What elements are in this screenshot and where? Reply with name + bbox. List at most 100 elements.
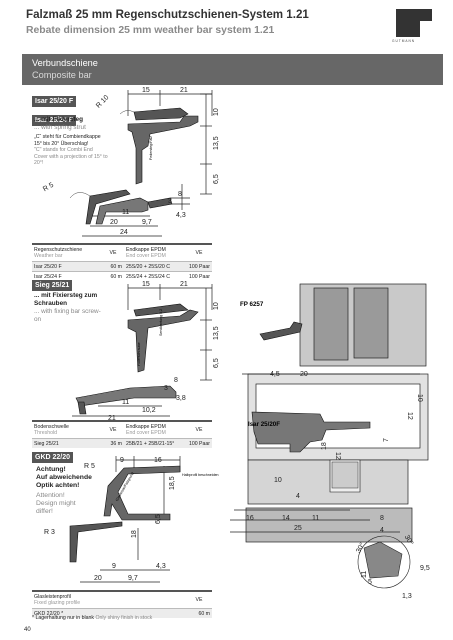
dim-3-8: 3,8 [176,395,186,402]
dim-25: 25 [294,525,302,532]
dim-9-5: 9,5 [420,565,430,572]
dim-1-3: 1,3 [402,593,412,600]
note-bold: ... mit Federsteg [34,116,84,123]
dim-12: 12 [406,412,413,420]
dim-11: 11 [122,209,129,216]
dim-21: 21 [180,87,188,94]
dim-20: 20 [94,575,102,582]
label-isar-25-20f: Isar 25/20F [248,421,280,428]
dim-18-5: 18,5 [169,476,176,490]
dim-r10: R 10 [95,94,110,109]
dim-10-2: 10,2 [142,407,156,414]
dim-16: 16 [246,515,254,522]
dim-r5: R 5 [42,182,55,194]
footer-note: * Lagerhaltung nur in blank Only shiny f… [32,615,153,621]
note-combi: „C“ steht für Combiendkappe 15° bis 20° … [34,134,108,167]
dim-13-5: 13,5 [213,326,220,340]
dim-6-5: 6,5 [213,358,220,368]
tag-isar-25-24: Isar 25/24 F [32,115,77,126]
th-col2: VE [102,243,124,262]
note-gray: ... with spring strut [34,124,86,131]
dim-16: 16 [154,457,162,464]
dim-8: 8 [380,515,384,522]
table-row: GKD 22/20 *60 m [32,608,212,618]
dim-10: 10 [213,302,220,310]
tag-sieg-25-21: Sieg 25/21 [32,280,73,291]
label-spring-strut: Federsteg/Falz [149,136,153,160]
dim-9-7: 9,7 [128,575,138,582]
dim-4: 4 [296,493,300,500]
label-cut: Halbprofil beschneiden [182,473,219,477]
dim-21: 21 [180,281,188,288]
page-number: 40 [24,627,31,633]
dim-4-5: 4,5 [270,371,280,378]
tag-gkd-22-20: GKD 22/20 [32,452,74,463]
dim-12b: 12 [334,452,341,460]
dim-4b: 4 [380,527,384,534]
dim-5: 5 [368,579,372,586]
label-drilling: Sendkantung 5,2 [159,309,163,336]
dim-11: 11 [312,515,319,522]
dim-15: 15 [142,281,150,288]
profile-drawing-gkd: 9 16 R 5 18,5 6,5 18 4,3 9 R 3 20 9,7 Gl… [44,456,219,583]
dim-14: 14 [282,515,290,522]
dim-3: 3 [164,385,168,392]
gutmann-logo [396,9,432,37]
note-bold-2: ... mit Fixiersteg zum Schrauben [34,292,98,307]
band-title: Verbundschiene [32,58,98,68]
dim-9-7: 9,7 [142,219,152,226]
dim-10: 10 [213,108,220,116]
dim-7: 7 [383,438,390,442]
dim-15: 15 [142,87,150,94]
product-tags-1: Isar 25/20 F Isar 25/24 F [32,90,77,127]
dim-r5: R 5 [84,463,95,470]
logo-text: GUTMANN [392,39,416,43]
page-subtitle: Rebate dimension 25 mm weather bar syste… [26,25,275,36]
dim-30b: 30° [403,534,415,547]
note-gray-2: ... with fixing bar screw-on [34,308,101,323]
note-combi-de: „C“ steht für Combiendkappe 15° bis 20° … [34,134,101,147]
dim-24: 24 [120,229,128,236]
dim-21b: 21 [108,415,116,420]
label-fixing: Fixierschraube [137,342,141,366]
dim-8: 8 [174,377,178,384]
tag-isar-25-20: Isar 25/20 F [32,96,77,107]
note-fixing-bar: ... mit Fixiersteg zum Schrauben ... wit… [34,292,106,324]
dim-11b: 11 [361,571,368,578]
dim-9b: 9 [112,563,116,570]
dim-r3: R 3 [44,529,55,536]
dim-20: 20 [300,371,308,378]
dim-13-5: 13,5 [213,136,220,150]
dim-4-3: 4,3 [156,563,166,570]
profile-drawing-isar: 15 21 10 13,5 6,5 8 3 4,3 11 20 9,7 24 R… [42,87,220,237]
dim-10b: 10 [274,477,282,484]
dim-8: 8 [178,191,182,198]
dim-10: 10 [416,394,423,402]
dim-11: 11 [122,399,129,406]
note-combi-en: "C" stands for Combi End Cover with a pr… [34,147,108,167]
th-col4: VE [186,243,212,262]
dim-20: 20 [110,219,118,226]
note-spring-strut: ... mit Federsteg ... with spring strut [34,116,106,132]
section-band: Verbundschiene Composite bar [22,54,443,85]
dim-9: 9 [120,457,124,464]
dim-18: 18 [321,442,328,450]
dim-3: 3 [168,198,172,205]
dim-4-3: 4,3 [176,212,186,219]
profile-drawing-sieg: 15 21 10 13,5 6,5 8 3 3,8 11 10,2 21 Fix… [72,281,220,420]
dim-18: 18 [131,530,138,538]
page-title: Falzmaß 25 mm Regenschutzschienen-System… [26,8,309,21]
label-fp-6257: FP 6257 [240,301,264,308]
assembly-drawing: FP 6257 Isar 25/20F 4,5 20 10 12 18 4 10… [230,283,430,600]
dim-6-5: 6,5 [155,514,162,524]
